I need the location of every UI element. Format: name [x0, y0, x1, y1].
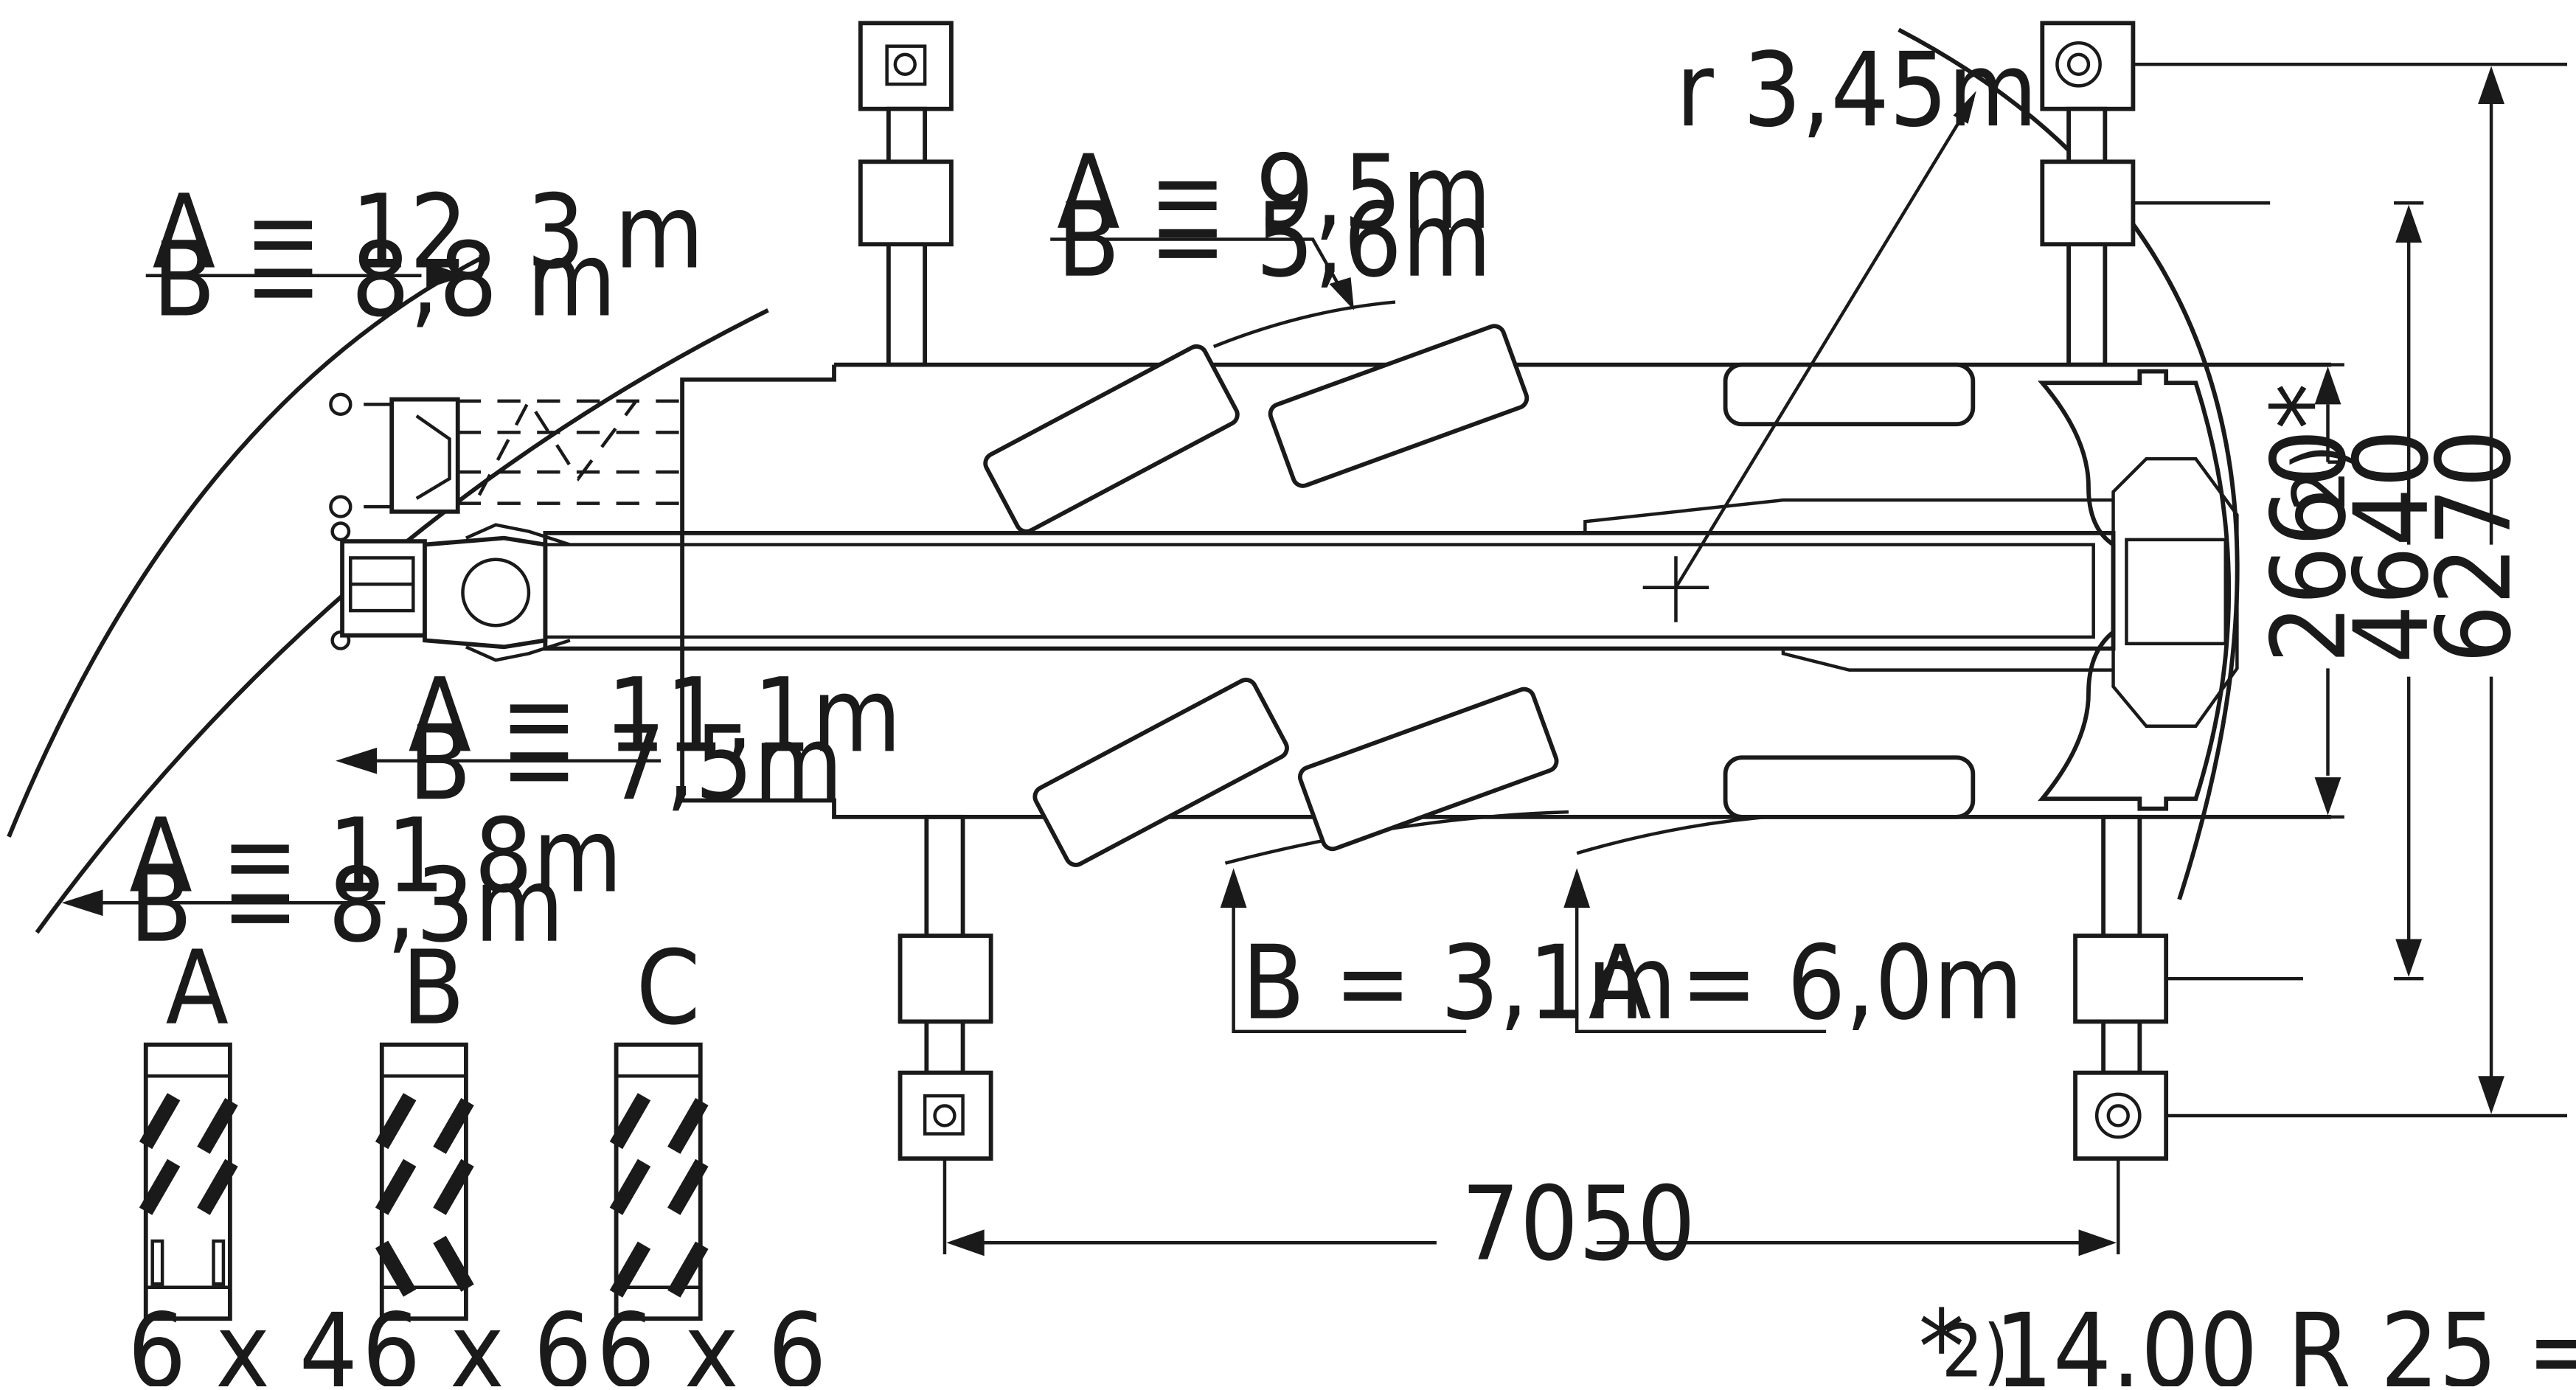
vehicle-chassis	[680, 362, 2331, 819]
outrigger-front-bottom	[898, 814, 993, 1161]
variant-a: A 6 x 4	[128, 928, 358, 1390]
dim-4640-value: 4640	[2332, 429, 2451, 664]
mid-left-a: A = 11,1m	[409, 656, 902, 775]
outrigger-rear-bottom	[2073, 814, 2303, 1161]
variant-c-letter: C	[636, 928, 700, 1048]
mid-left-b: B = 7,5m	[409, 703, 844, 823]
bottom-a-radius-label: A = 6,0m	[1563, 868, 2023, 1043]
bottom-b: B = 3,1m	[1242, 923, 1677, 1043]
variant-c: C 6 x 6	[597, 928, 827, 1390]
outer-turning-arc	[7, 255, 484, 838]
turning-center-mark	[1642, 556, 1709, 622]
upper-left-b: B = 8,8 m	[153, 220, 617, 339]
upper-mid-a: A = 9,5m	[1057, 133, 1491, 252]
footnote: * 2) 14.00 R 25 = 2,50 m	[1918, 1288, 2576, 1390]
dim-2660-value: 2660*	[2249, 383, 2369, 664]
tyres	[983, 324, 1976, 867]
outrigger-rear-top	[2040, 21, 2271, 367]
bottom-b-radius-label: B = 3,1m	[1220, 868, 1677, 1043]
variant-a-letter: A	[166, 928, 229, 1048]
lower-left-radius-label: A = 11,8m B = 8,3m	[61, 796, 622, 965]
upper-left-radius-label: A = 12, 3 m B = 8,8 m	[145, 173, 704, 339]
lower-left-a: A = 11,8m	[129, 796, 622, 916]
dimension-6270: 6270	[2133, 63, 2568, 1118]
upper-mid-b: B = 5,6m	[1057, 181, 1492, 300]
mid-left-radius-label: A = 11,1m B = 7,5m	[336, 656, 901, 823]
dim-6270-value: 6270	[2414, 429, 2534, 664]
variant-c-config: 6 x 6	[597, 1291, 827, 1386]
footnote-sup: 2)	[1942, 1310, 2009, 1386]
right-turning-arc	[1898, 27, 2240, 900]
lower-inner-arc-b	[1224, 810, 1569, 865]
lower-left-b: B = 8,3m	[129, 846, 564, 965]
bottom-a: A = 6,0m	[1589, 923, 2023, 1043]
crane-boom	[543, 498, 2116, 672]
dimension-4640: 4640	[2332, 201, 2451, 981]
footnote-text: 14.00 R 25 = 2,50 m	[1994, 1291, 2576, 1386]
upper-inner-arc	[1212, 300, 1396, 349]
footnote-mark: *	[1918, 1288, 1964, 1386]
hook-block	[329, 392, 683, 662]
radius-arrow	[1953, 91, 1976, 124]
variant-b-letter: B	[402, 928, 465, 1048]
upper-mid-radius-label: A = 9,5m B = 5,6m	[1050, 133, 1492, 310]
variant-b-config: 6 x 6	[362, 1291, 592, 1386]
variant-a-config: 6 x 4	[128, 1291, 358, 1386]
dimension-2660: 2660* 2)	[2249, 363, 2369, 819]
radius-line	[1674, 98, 1975, 588]
outrigger-front-top	[858, 21, 954, 367]
lower-inner-arc-a	[1576, 812, 1858, 855]
variant-b: B 6 x 6	[362, 928, 592, 1390]
dim-7050-value: 7050	[1462, 1164, 1696, 1284]
dimension-7050: 7050	[942, 1158, 2120, 1284]
radius-label: r 3,45m	[1676, 30, 2037, 150]
dim-2660-note: 2)	[2278, 445, 2362, 512]
